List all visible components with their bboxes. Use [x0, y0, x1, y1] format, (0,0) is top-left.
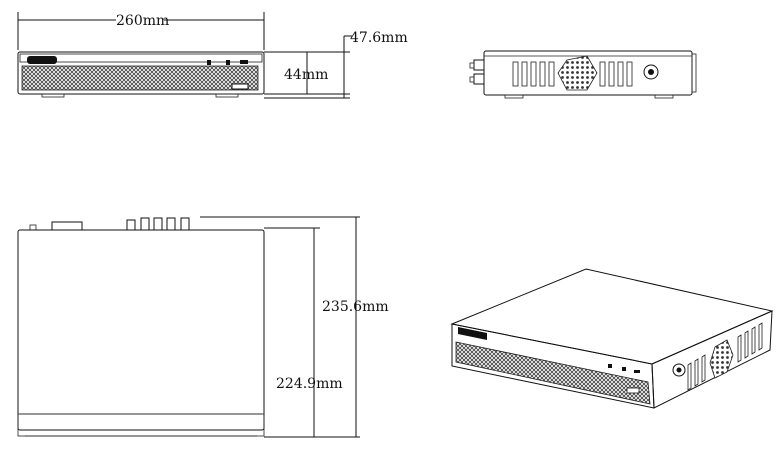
isometric-view	[450, 268, 774, 409]
top-chassis	[17, 229, 265, 431]
top-view: 224.9mm 235.6mm	[17, 216, 389, 438]
side-vent-slots-right	[599, 61, 633, 87]
side-vent-slots-left	[512, 61, 555, 87]
side-connector-top	[473, 59, 485, 71]
total-depth-dimension: 235.6mm	[200, 216, 389, 437]
fan-grille-icon	[557, 55, 598, 91]
width-dimension-label: 260mm	[116, 13, 169, 29]
front-top-strip	[19, 53, 263, 63]
height-dimension-label: 44mm	[284, 67, 328, 83]
total-depth-dimension-label: 235.6mm	[322, 299, 389, 315]
side-view	[469, 50, 697, 99]
iso-side-vents-left	[687, 354, 706, 391]
bnc-port-1-icon	[126, 219, 136, 231]
side-connector-bottom	[473, 73, 485, 85]
usb-port-icon	[231, 83, 249, 90]
iso-screw-icon	[672, 363, 686, 377]
front-view: 260mm 44mm 47.6mm	[17, 12, 408, 99]
hdd-led-icon	[226, 60, 230, 65]
iso-brand-logo	[458, 327, 487, 340]
iso-front-face	[451, 323, 655, 409]
iso-side-vents-right	[737, 322, 763, 363]
bnc-port-5-icon	[180, 217, 190, 231]
bnc-port-3-icon	[153, 217, 163, 231]
front-chassis	[17, 51, 265, 95]
side-screw-icon	[643, 64, 659, 80]
iso-front-mesh	[455, 341, 651, 405]
bnc-port-2-icon	[140, 217, 150, 231]
rear-connectors	[29, 217, 190, 231]
front-mesh-panel	[21, 65, 259, 91]
network-led-icon	[240, 60, 248, 64]
height-dimension: 44mm	[264, 51, 350, 95]
feet-height-dimension: 47.6mm	[264, 30, 408, 99]
feet-height-dimension-label: 47.6mm	[350, 30, 408, 46]
brand-logo	[27, 56, 57, 64]
iso-usb-port-icon	[626, 387, 640, 394]
front-foot-left	[41, 93, 65, 98]
power-led-icon	[207, 60, 211, 65]
bnc-port-4-icon	[166, 217, 176, 231]
body-depth-dimension-label: 224.9mm	[276, 376, 343, 392]
front-foot-right	[215, 93, 239, 98]
width-dimension: 260mm	[17, 12, 265, 50]
iso-fan-grille-icon	[709, 339, 734, 379]
body-depth-dimension: 224.9mm	[264, 227, 360, 438]
top-front-panel-edge	[17, 413, 265, 437]
vga-port-icon	[51, 221, 83, 231]
